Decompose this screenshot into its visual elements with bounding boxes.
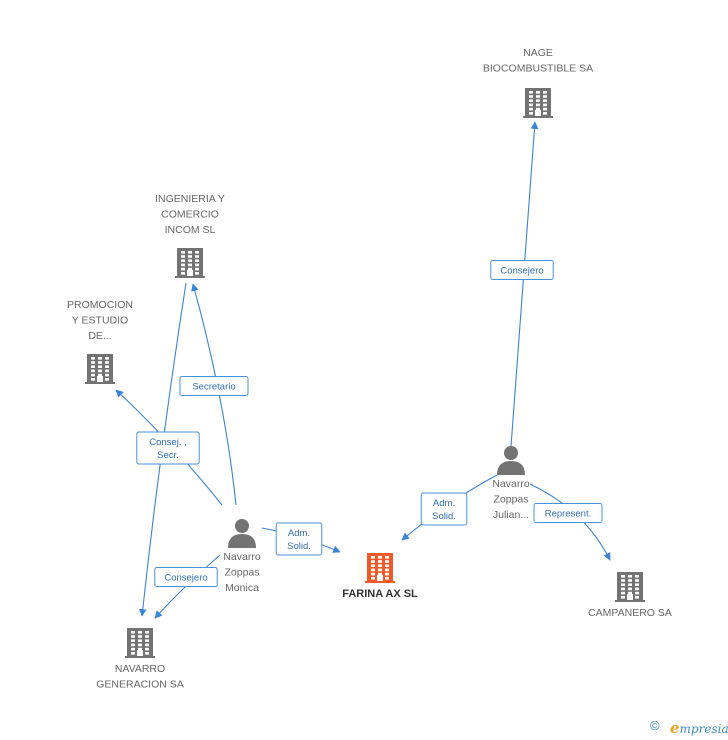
edge-label-box (154, 567, 218, 587)
edge-labels-layer: ConsejeroAdm.Solid.Represent.Adm.Solid.S… (136, 260, 603, 587)
edge-julian-nage (509, 121, 539, 461)
person-icon (497, 446, 525, 475)
nodes-layer: NAGE BIOCOMBUSTIBLE SA INGENIERIA Y COMERCI… (67, 47, 672, 691)
edge-label-box (420, 492, 468, 526)
edge-monica-ingenieria (191, 283, 237, 506)
node-label: GENERACION SA (96, 679, 184, 691)
edge-label-text: Consej. , (149, 437, 187, 448)
building-icon (523, 88, 553, 118)
node-label: Julian... (493, 509, 529, 521)
edge-label-text: Solid. (287, 541, 311, 552)
node-label: Zoppas (224, 567, 259, 579)
node-label: PROMOCION (67, 299, 133, 311)
edge-label-text: Secr. (157, 450, 179, 461)
building-icon (85, 354, 115, 384)
edge-label-text: Secretario (192, 382, 235, 393)
node-label: DE... (88, 330, 111, 342)
node-label: INCOM SL (165, 224, 216, 236)
person-icon (228, 519, 256, 548)
edge-label-box (179, 376, 249, 396)
node-label: FARINA AX SL (342, 588, 418, 600)
node-label: Navarro (492, 478, 530, 490)
edge-label-monica-farina[interactable]: Adm. Solid. (275, 522, 323, 556)
node-label: BIOCOMBUSTIBLE SA (483, 63, 593, 75)
brand-name: mpresia (679, 722, 728, 736)
node-label: NAGE (523, 47, 553, 59)
edge-label-monica-promocion[interactable]: Consej. , Secr. (136, 431, 200, 465)
edge-label-box (275, 522, 323, 556)
edge-label-julian-nage[interactable]: Consejero (490, 260, 554, 280)
brand-logo[interactable]: empresia (670, 719, 728, 737)
node-label: NAVARRO (115, 663, 165, 675)
edge-label-text: Adm. (433, 498, 455, 509)
edge-label-box (533, 503, 603, 523)
node-farina[interactable]: FARINA AX SL (342, 553, 418, 600)
edge-label-text: Represent. (545, 509, 591, 520)
building-icon (615, 572, 645, 602)
node-nage[interactable]: NAGE BIOCOMBUSTIBLE SA (483, 47, 593, 118)
node-navarro_gen[interactable]: NAVARRO GENERACION SA (96, 628, 184, 691)
node-label: Y ESTUDIO (72, 315, 128, 327)
node-julian[interactable]: NavarroZoppasJulian... (492, 446, 530, 521)
node-label: COMERCIO (161, 209, 219, 221)
building-icon (125, 628, 155, 658)
edge-label-text: Consejero (164, 573, 207, 584)
node-label: Monica (225, 582, 259, 594)
edge-label-box (136, 431, 200, 465)
node-campanero[interactable]: CAMPANERO SA (588, 572, 672, 619)
node-promocion[interactable]: PROMOCION Y ESTUDIO DE... (67, 299, 133, 384)
edge-label-box (490, 260, 554, 280)
edge-label-text: Consejero (500, 266, 543, 277)
edge-label-monica-ingenieria[interactable]: Secretario (179, 376, 249, 396)
building-icon (365, 553, 395, 583)
brand-initial: e (670, 719, 680, 737)
edge-label-julian-farina[interactable]: Adm. Solid. (420, 492, 468, 526)
node-label: CAMPANERO SA (588, 607, 672, 619)
edge-label-julian-campanero[interactable]: Represent. (533, 503, 603, 523)
edge-label-text: Adm. (288, 528, 310, 539)
node-label: Navarro (223, 551, 261, 563)
copyright-symbol: © (650, 718, 660, 733)
edge-label-monica-navarro[interactable]: Consejero (154, 567, 218, 587)
node-label: INGENIERIA Y (155, 193, 225, 205)
node-ingenieria[interactable]: INGENIERIA Y COMERCIO INCOM SL (155, 193, 225, 278)
node-label: Zoppas (493, 494, 528, 506)
edge-label-text: Solid. (432, 511, 456, 522)
building-icon (175, 248, 205, 278)
